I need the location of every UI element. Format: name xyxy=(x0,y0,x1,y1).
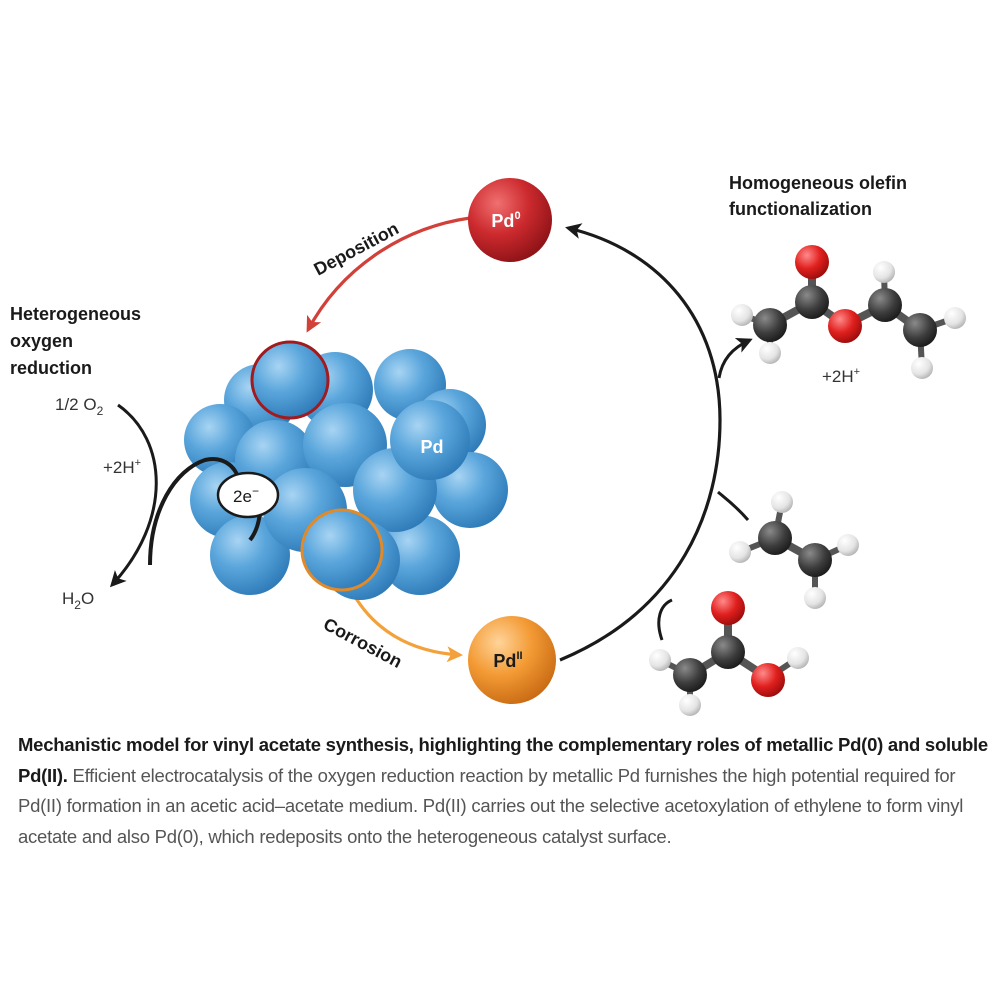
deposition-arrow xyxy=(306,216,471,333)
corroding-pd-atom xyxy=(300,508,384,592)
pdii-label: PdII xyxy=(493,650,522,671)
electron-label: 2e− xyxy=(233,484,259,506)
corrosion-arrow xyxy=(348,587,463,663)
acetic-acid-molecule xyxy=(649,591,809,716)
acetic-acid-entry-arrow xyxy=(657,598,673,641)
proton-left-label: +2H+ xyxy=(103,457,141,477)
electron-transfer-curve xyxy=(148,457,240,566)
figure-caption: Mechanistic model for vinyl acetate synt… xyxy=(18,730,990,852)
heterogeneous-title: Heterogeneous oxygen reduction xyxy=(10,304,146,378)
water-label: H2O xyxy=(62,589,94,612)
vinyl-acetate-molecule xyxy=(731,245,966,379)
catalytic-cycle xyxy=(306,216,753,663)
pd-cluster-label: Pd xyxy=(420,437,443,457)
pd-cluster: Pd xyxy=(184,340,508,600)
homogeneous-title: Homogeneous olefin functionalization xyxy=(729,173,912,219)
mechanism-diagram: Pd 2e− 1/2 O2 +2H+ H2O Heterogeneous oxy… xyxy=(10,173,966,716)
product-exit-arrow xyxy=(717,337,753,379)
pd0-species: Pd0 xyxy=(468,178,552,262)
oxygen-reduction: 2e− 1/2 O2 +2H+ H2O xyxy=(55,395,280,612)
corrosion-label: Corrosion xyxy=(320,614,405,672)
cycle-arc-arrow xyxy=(559,223,722,662)
caption-title: Mechanistic model for vinyl acetate synt… xyxy=(18,734,988,786)
caption-body: Efficient electrocatalysis of the oxygen… xyxy=(18,764,964,847)
proton-right-label: +2H+ xyxy=(822,366,860,386)
ethylene-entry-arrow xyxy=(717,490,750,521)
o2-label: 1/2 O2 xyxy=(55,395,104,418)
ethylene-molecule xyxy=(729,491,859,609)
depositing-pd-atom xyxy=(250,340,330,420)
o2-reduction-arrow xyxy=(109,403,158,588)
pd0-label: Pd0 xyxy=(491,210,520,231)
electron-bubble xyxy=(216,471,280,519)
pdii-species: PdII xyxy=(468,616,556,704)
